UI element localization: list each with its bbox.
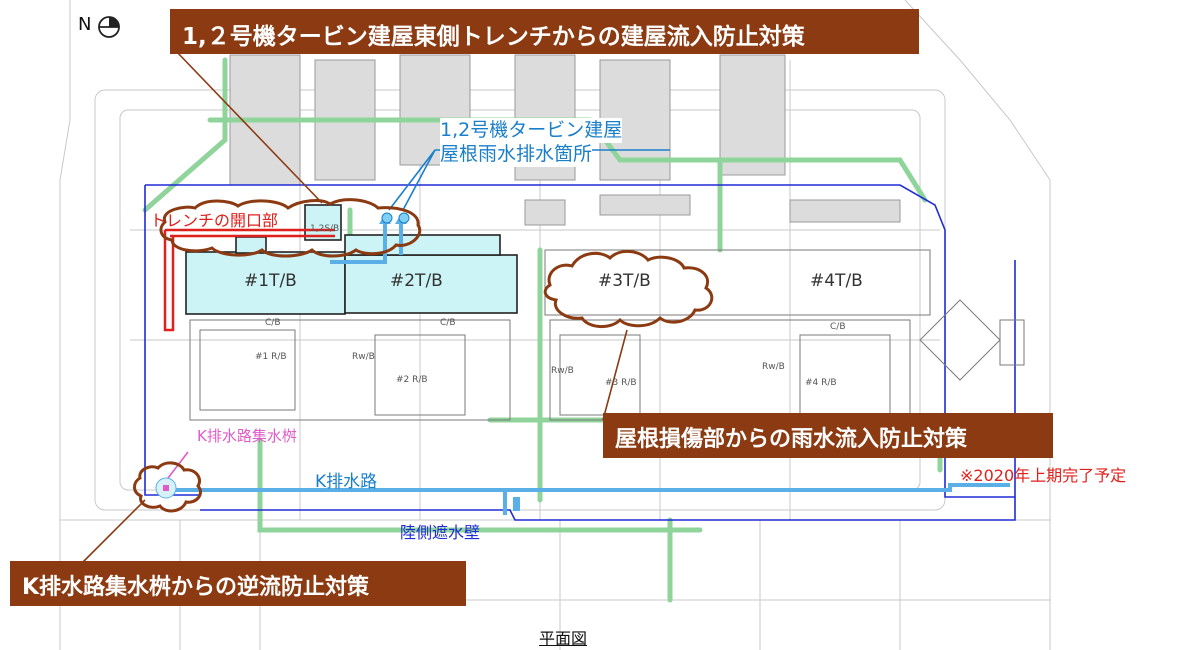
roof-measure-callout: 屋根損傷部からの雨水流入防止対策 (603, 413, 1053, 458)
k-pit-marker (155, 477, 177, 499)
rb1-label: #1 R/B (255, 352, 287, 362)
trench-opening-line (163, 228, 335, 332)
tb1-label: #1T/B (244, 271, 297, 291)
cloud-markers (133, 198, 714, 513)
north-compass-icon (98, 16, 120, 38)
tb2-label: #2T/B (390, 271, 443, 291)
channel-gate (513, 497, 520, 511)
rwb4-label: Rw/B (762, 362, 785, 372)
schedule-note: ※2020年上期完了予定 (960, 466, 1127, 485)
roof-drain-pipes (330, 222, 403, 264)
drain-point-icon (381, 212, 393, 224)
rb2-label: #2 R/B (396, 375, 428, 385)
k-channel-label: K排水路 (315, 472, 378, 492)
plan-caption: 平面図 (539, 629, 588, 648)
cb-right-label: C/B (830, 322, 846, 332)
seaside-wall-label: 陸側遮水壁 (400, 523, 481, 542)
north-label: N (78, 14, 92, 35)
trench-cloud (159, 198, 422, 258)
rwb1-label: Rw/B (352, 352, 375, 362)
roof-drain-label-line2: 屋根雨水排水箇所 (440, 142, 593, 167)
k-channel-line (165, 483, 1010, 515)
drain-point-icon (398, 212, 410, 224)
trench-measure-callout: 1,２号機タービン建屋東側トレンチからの建屋流入防止対策 (170, 9, 919, 54)
k-pit-label: K排水路集水桝 (197, 427, 297, 445)
trench-opening-label: トレンチの開口部 (150, 211, 279, 230)
turbine-buildings (185, 204, 518, 315)
roof-damage-cloud (543, 250, 714, 328)
rwb3-label: Rw/B (551, 366, 574, 376)
k-pit-measure-callout: K排水路集水桝からの逆流防止対策 (10, 561, 466, 606)
cb-mid-label: C/B (440, 318, 456, 328)
seaside-wall-line (144, 184, 1016, 521)
rb3-label: #3 R/B (605, 378, 637, 388)
small-building-12-label: 1,2S/B (310, 224, 340, 234)
reactor-buildings (189, 249, 1025, 421)
roof-drain-label-line1: 1,2号機タービン建屋 (440, 118, 623, 143)
tb4-label: #4T/B (810, 271, 863, 291)
cb-left-label: C/B (265, 318, 281, 328)
tb3-label: #3T/B (598, 271, 651, 291)
rb4-label: #4 R/B (805, 378, 837, 388)
k-pit-cloud (133, 461, 202, 513)
